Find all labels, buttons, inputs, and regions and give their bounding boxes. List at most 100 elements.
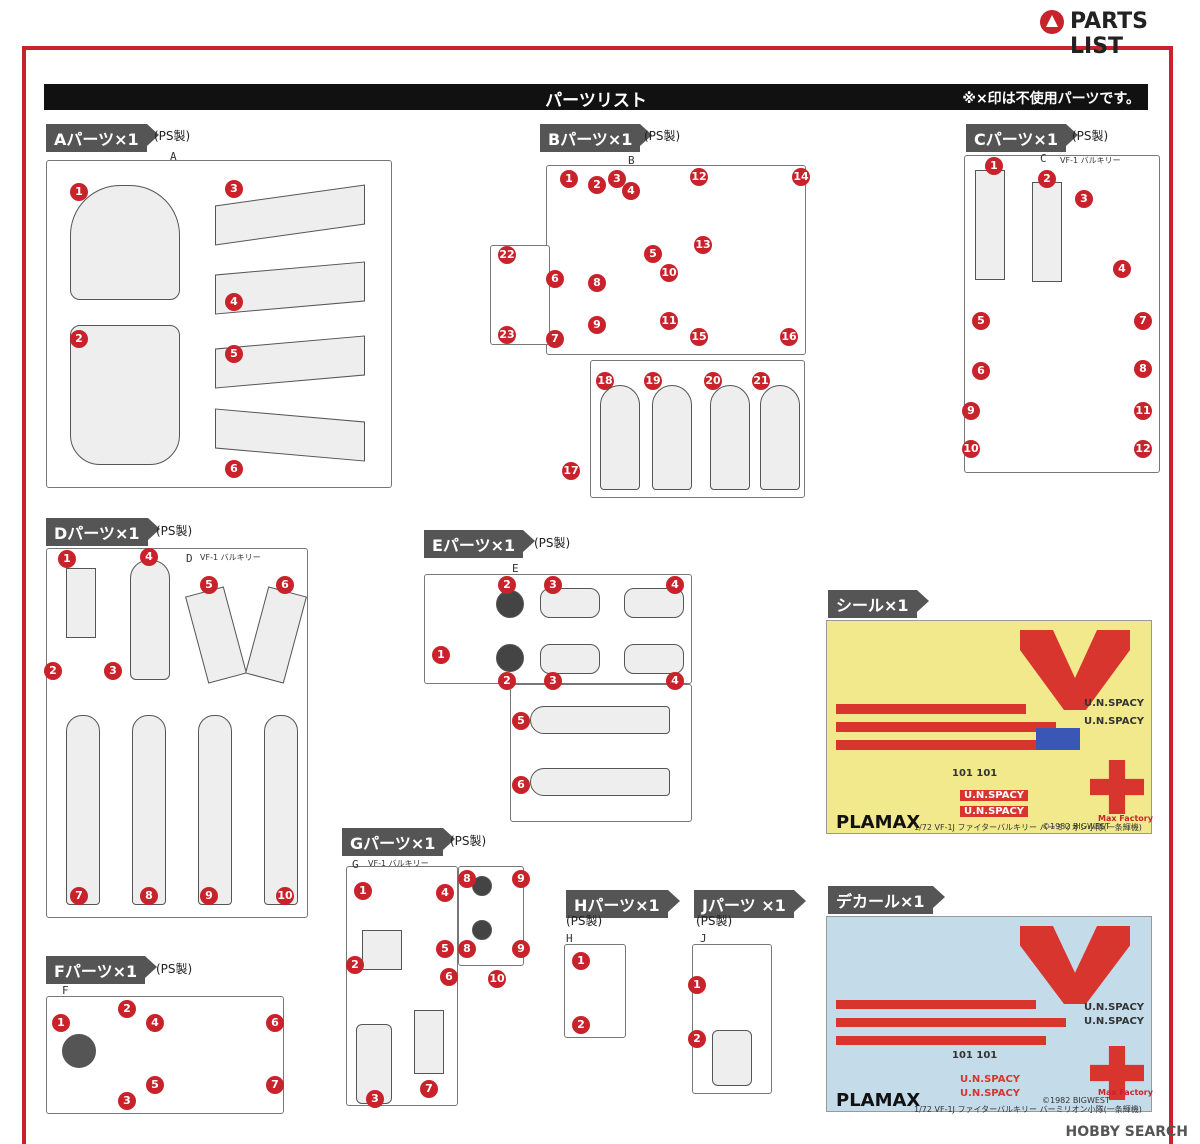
watermark: HOBBY SEARCH [1065,1124,1188,1140]
marker-b2: 2 [588,176,606,194]
marker-c2: 2 [1038,170,1056,188]
seal-caption: 1/72 VF-1J ファイターバルキリー バーミリオン小隊(一条輝機) [914,823,1142,832]
seal-unspacy-1: U.N.SPACY [1084,698,1145,709]
marker-g5: 5 [436,940,454,958]
marker-e4-top: 4 [666,576,684,594]
decal-stripe-1 [836,1000,1036,1009]
marker-c8: 8 [1134,360,1152,378]
gate-c: C [1040,152,1047,165]
part-c1 [975,170,1005,280]
marker-f4: 4 [146,1014,164,1032]
section-label-h: Hパーツ×1 [566,890,680,918]
material-j: (PS製) [696,914,733,928]
section-label-d: Dパーツ×1 [46,518,159,546]
marker-b5: 5 [644,245,662,263]
marker-c10: 10 [962,440,980,458]
marker-h2: 2 [572,1016,590,1034]
marker-c5: 5 [972,312,990,330]
marker-a4: 4 [225,293,243,311]
material-c: (PS製) [1072,129,1109,143]
marker-f2: 2 [118,1000,136,1018]
marker-b16: 16 [780,328,798,346]
marker-g9-a: 9 [512,870,530,888]
seal-maker: Max Factory [1098,814,1153,823]
part-b19 [652,385,692,490]
marker-b1: 1 [560,170,578,188]
marker-j1: 1 [688,976,706,994]
part-d1 [66,568,96,638]
marker-a1: 1 [70,183,88,201]
seal-unspacy-3: U.N.SPACY [960,790,1029,801]
marker-e3-bottom: 3 [544,672,562,690]
marker-a5: 5 [225,345,243,363]
part-g8-b [472,920,492,940]
part-e3-b [540,644,600,674]
gate-j: J [700,932,707,945]
section-label-g: Gパーツ×1 [342,828,456,856]
part-e2-top [496,590,524,618]
marker-g6: 6 [440,968,458,986]
marker-a3: 3 [225,180,243,198]
band-note: ※×印は不使用パーツです。 [962,91,1140,107]
marker-b15: 15 [690,328,708,346]
marker-b10: 10 [660,264,678,282]
marker-a6: 6 [225,460,243,478]
part-d8 [132,715,166,905]
gate-f: F [62,984,69,997]
marker-b17: 17 [562,462,580,480]
decal-unspacy-3: U.N.SPACY [960,1074,1021,1085]
marker-c1: 1 [985,157,1003,175]
marker-g1: 1 [354,882,372,900]
seal-stripe-3 [836,740,1036,750]
marker-b9: 9 [588,316,606,334]
part-e4-b [624,644,684,674]
part-b20 [710,385,750,490]
page-frame [22,46,1173,1144]
marker-e2-bottom: 2 [498,672,516,690]
marker-b13: 13 [694,236,712,254]
part-e2-bottom [496,644,524,672]
marker-b23: 23 [498,326,516,344]
marker-g3: 3 [366,1090,384,1108]
marker-g4: 4 [436,884,454,902]
seal-stripe-1 [836,704,1026,714]
marker-c11: 11 [1134,402,1152,420]
decal-unspacy-1: U.N.SPACY [1084,1002,1145,1013]
part-g7 [414,1010,444,1074]
part-g2 [362,930,402,970]
marker-b11: 11 [660,312,678,330]
marker-e4-bottom: 4 [666,672,684,690]
gate-d: D [186,552,193,565]
marker-g2: 2 [346,956,364,974]
material-e: (PS製) [534,536,571,550]
marker-b21: 21 [752,372,770,390]
marker-c12: 12 [1134,440,1152,458]
seal-label: シール×1 [828,590,929,618]
marker-d10: 10 [276,887,294,905]
seal-brand: PLAMAX [836,812,921,833]
section-label-f: Fパーツ×1 [46,956,158,984]
marker-b4: 4 [622,182,640,200]
marker-h1: 1 [572,952,590,970]
marker-g8-b: 8 [458,940,476,958]
gate-g: G [352,858,359,871]
marker-d2: 2 [44,662,62,680]
marker-f1: 1 [52,1014,70,1032]
section-label-a: Aパーツ×1 [46,124,159,152]
marker-c9: 9 [962,402,980,420]
gate-b: B [628,154,635,167]
material-f: (PS製) [156,962,193,976]
marker-e2-top: 2 [498,576,516,594]
material-d: (PS製) [156,524,193,538]
marker-b18: 18 [596,372,614,390]
section-label-e: Eパーツ×1 [424,530,536,558]
part-e6 [530,768,670,796]
part-a1 [70,185,180,300]
decal-stripe-3 [836,1036,1046,1045]
marker-g9-b: 9 [512,940,530,958]
marker-e6: 6 [512,776,530,794]
marker-f7: 7 [266,1076,284,1094]
decal-maker: Max Factory [1098,1088,1153,1097]
marker-g10: 10 [488,970,506,988]
marker-c3: 3 [1075,190,1093,208]
